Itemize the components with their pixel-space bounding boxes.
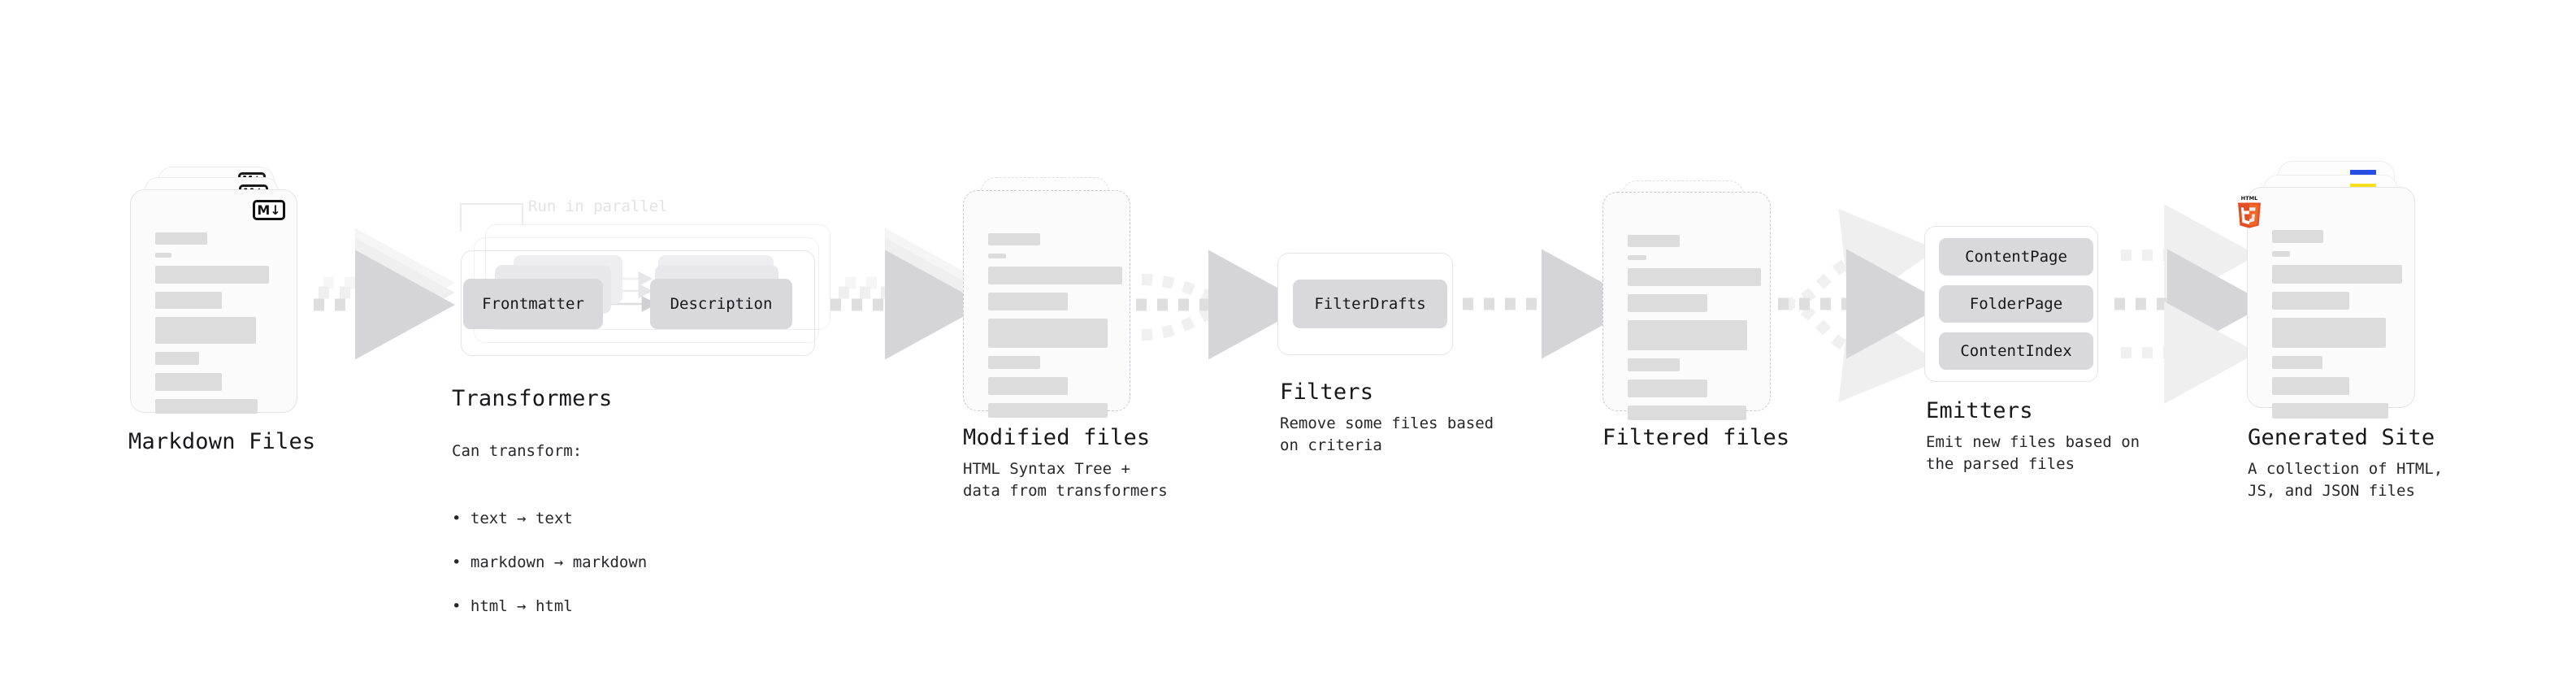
transformers-bullet-list: • text → text • markdown → markdown • ht… xyxy=(452,486,647,640)
emitter-pill-contentpage[interactable]: ContentPage xyxy=(1939,238,2093,275)
filtered-card-lines xyxy=(1628,235,1761,428)
stage-description-emitters: Emit new files based on the parsed files xyxy=(1926,433,2140,473)
doc-line xyxy=(2272,292,2349,310)
stage-title-generated-site: Generated Site xyxy=(2248,425,2435,450)
doc-line xyxy=(155,373,222,391)
connector-emitters-to-site xyxy=(2114,204,2267,404)
doc-line xyxy=(155,232,207,245)
doc-line xyxy=(1628,358,1680,371)
markdown-card-front: M↓ xyxy=(130,189,297,414)
list-item: • html → html xyxy=(452,596,647,618)
doc-line xyxy=(1628,235,1680,247)
bullet-dot: • xyxy=(452,510,471,527)
site-card-lines xyxy=(2272,230,2402,427)
html5-shield-icon: HTML xyxy=(2238,195,2261,228)
doc-line xyxy=(155,317,256,344)
emitter-pill-folderpage[interactable]: FolderPage xyxy=(1939,285,2093,323)
site-card-front: HTML xyxy=(2238,187,2415,419)
doc-line xyxy=(155,399,258,414)
doc-line xyxy=(2272,318,2386,348)
connector-filtered-to-emitters xyxy=(1778,208,1946,403)
doc-line xyxy=(2272,356,2322,369)
doc-line xyxy=(2272,251,2290,257)
connector-transformers-to-modified xyxy=(830,228,985,360)
doc-line xyxy=(988,403,1108,418)
markdown-logo: M↓ xyxy=(253,200,285,220)
modified-card-front xyxy=(963,190,1130,418)
css3-logo xyxy=(2350,170,2376,177)
bullet-dot: • xyxy=(452,553,471,571)
doc-line xyxy=(2272,265,2402,284)
doc-line xyxy=(2272,230,2323,243)
doc-line xyxy=(988,267,1122,284)
stage-title-transformers: Transformers xyxy=(452,386,613,411)
list-item-label: markdown → markdown xyxy=(470,553,648,571)
doc-line xyxy=(155,266,269,284)
svg-text:HTML: HTML xyxy=(2241,195,2258,202)
doc-line xyxy=(2272,403,2388,419)
doc-line xyxy=(988,293,1068,310)
run-in-parallel-label: Run in parallel xyxy=(528,197,668,215)
connector-modified-to-filters xyxy=(1136,249,1308,360)
stage-title-filters: Filters xyxy=(1280,380,1374,405)
stage-description-transformers: Can transform: • text → text • markdown … xyxy=(452,419,647,661)
list-item: • text → text xyxy=(452,508,647,530)
doc-line xyxy=(2272,377,2349,395)
doc-line xyxy=(155,292,222,309)
doc-line xyxy=(1628,294,1707,312)
stage-title-modified-files: Modified files xyxy=(963,425,1151,450)
list-item: • markdown → markdown xyxy=(452,552,647,574)
doc-line xyxy=(1628,320,1747,350)
doc-line xyxy=(1628,380,1707,397)
bullet-dot: • xyxy=(452,597,471,615)
markdown-card-lines xyxy=(155,232,275,422)
transformers-box-back xyxy=(485,224,830,330)
stage-title-markdown-files: Markdown Files xyxy=(128,429,316,454)
filter-pill-filterdrafts[interactable]: FilterDrafts xyxy=(1293,280,1447,328)
list-item-label: text → text xyxy=(470,510,573,527)
doc-line xyxy=(1628,255,1646,260)
stage-description-generated-site: A collection of HTML, JS, and JSON files xyxy=(2248,460,2444,500)
connector-md-to-transformers xyxy=(314,228,455,360)
doc-line xyxy=(988,233,1040,245)
doc-line xyxy=(988,356,1040,369)
doc-line xyxy=(988,254,1006,258)
doc-line xyxy=(155,253,171,258)
stage-title-filtered-files: Filtered files xyxy=(1602,425,1790,450)
stage-description-modified-files: HTML Syntax Tree + data from transformer… xyxy=(963,460,1168,500)
transformers-box-front xyxy=(461,250,815,356)
filtered-card-front xyxy=(1602,192,1771,420)
transformer-pill-description[interactable]: Description xyxy=(650,279,792,329)
doc-line xyxy=(1628,268,1761,286)
stage-title-emitters: Emitters xyxy=(1926,398,2033,423)
doc-line xyxy=(1628,406,1746,420)
transformers-can-transform-label: Can transform: xyxy=(452,442,583,460)
doc-line xyxy=(988,377,1068,395)
doc-line xyxy=(988,319,1108,348)
doc-line xyxy=(155,352,199,365)
list-item-label: html → html xyxy=(470,597,573,615)
html5-logo: HTML xyxy=(2235,194,2264,228)
emitter-pill-contentindex[interactable]: ContentIndex xyxy=(1939,332,2093,370)
modified-card-lines xyxy=(988,233,1122,426)
transformer-pill-frontmatter[interactable]: Frontmatter xyxy=(463,279,603,329)
stage-description-filters: Remove some files based on criteria xyxy=(1280,414,1494,454)
